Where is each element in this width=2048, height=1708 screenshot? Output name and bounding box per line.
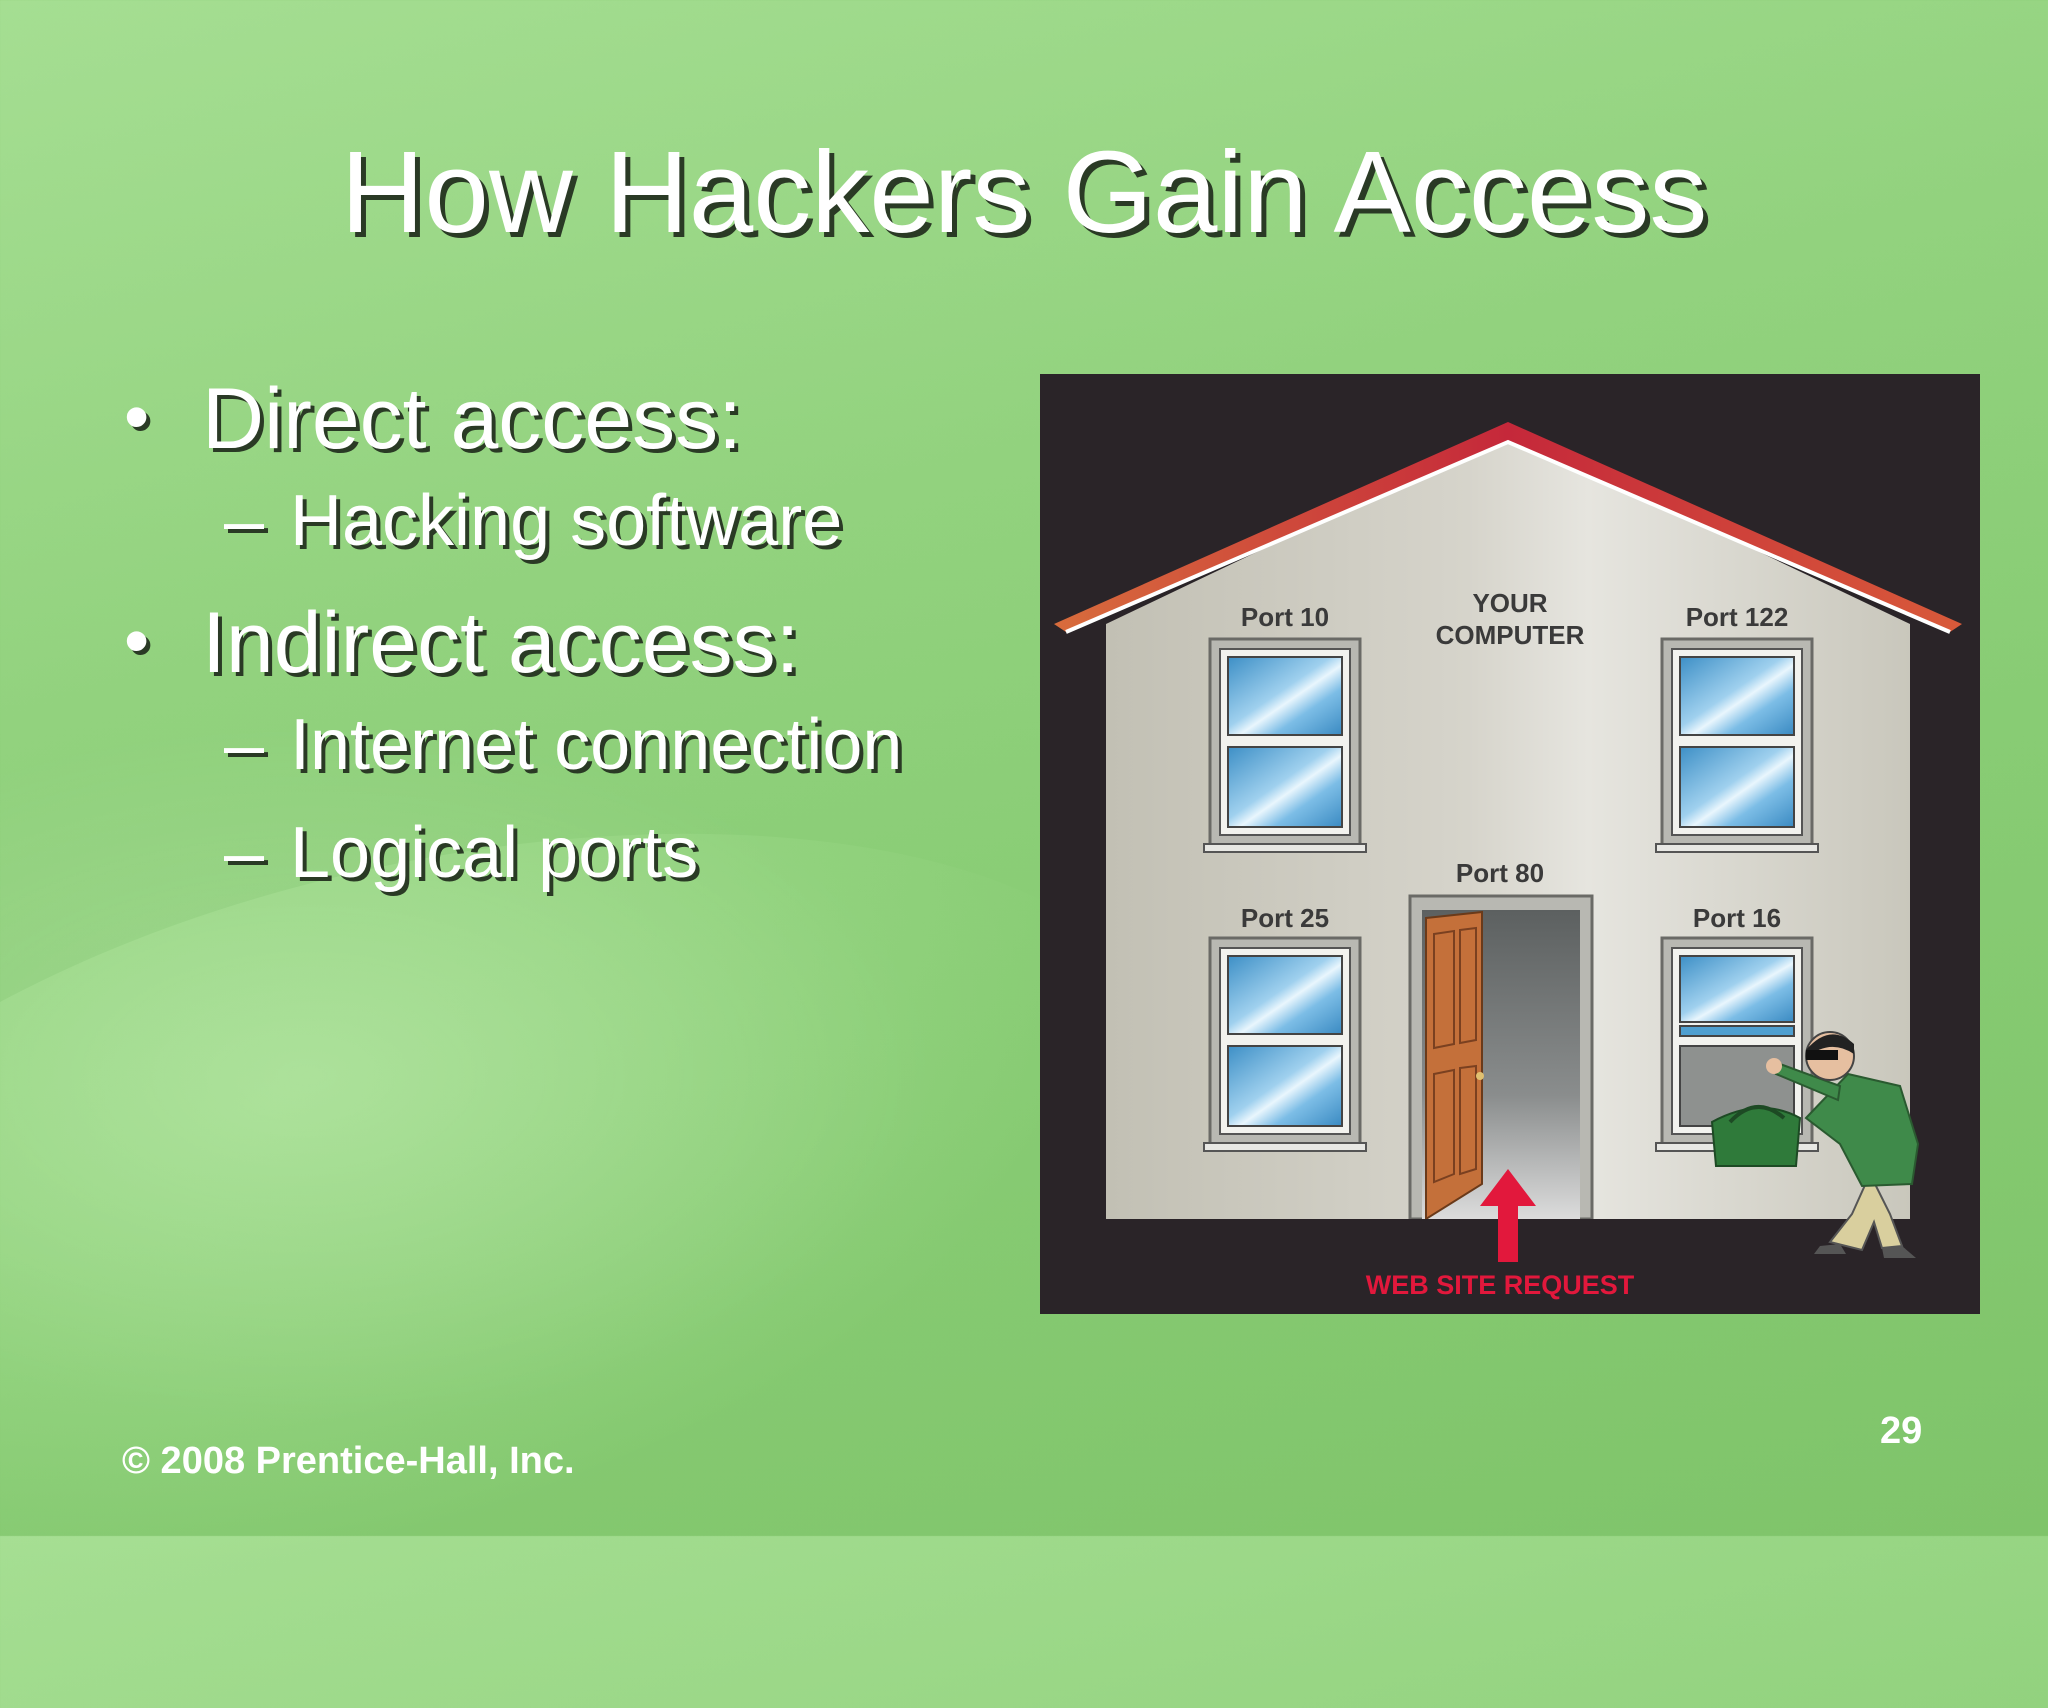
sub-bullet-text: Internet connection [290, 705, 903, 785]
house-ports-illustration: YOUR COMPUTER Port 10 Port 122 Port 80 P… [1040, 374, 1980, 1314]
bullet-text: Direct access: [202, 371, 743, 467]
bullet-marker: • [124, 601, 150, 681]
request-arrow-icon [1480, 1169, 1536, 1262]
door-port-80 [1408, 894, 1594, 1221]
house-label-line2: COMPUTER [1436, 620, 1585, 650]
port-label-top-right: Port 122 [1686, 602, 1789, 632]
sub-bullet-item: – Logical ports [120, 812, 1020, 920]
port-label-bottom-right: Port 16 [1693, 903, 1781, 933]
window-port-122 [1655, 637, 1819, 853]
sub-bullet-marker: – [224, 481, 265, 561]
sub-bullet-text: Logical ports [290, 813, 699, 893]
window-port-16 [1655, 936, 1819, 1152]
request-label: WEB SITE REQUEST [1366, 1270, 1635, 1300]
bullet-list: • Direct access: – Hacking software • In… [120, 370, 1020, 920]
house-label-line1: YOUR [1472, 588, 1547, 618]
bullet-marker: • [124, 377, 150, 457]
bullet-text: Indirect access: [202, 595, 800, 691]
sub-bullet-item: – Hacking software [120, 480, 1020, 588]
slide-title: How Hackers Gain Access [340, 127, 1708, 257]
port-label-door: Port 80 [1456, 858, 1544, 888]
sub-bullet-text: Hacking software [290, 481, 843, 561]
sub-bullet-marker: – [224, 813, 265, 893]
copyright-footer: © 2008 Prentice-Hall, Inc. [122, 1440, 575, 1482]
page-number: 29 [1880, 1410, 1923, 1452]
port-label-bottom-left: Port 25 [1241, 903, 1329, 933]
roof-trim [1065, 439, 1951, 634]
port-label-top-left: Port 10 [1241, 602, 1329, 632]
bullet-item: • Indirect access: [120, 594, 1020, 704]
sub-bullet-item: – Internet connection [120, 704, 1020, 812]
hacker-figure-icon [1710, 1031, 1920, 1258]
window-port-25 [1203, 936, 1367, 1152]
sub-bullet-marker: – [224, 705, 265, 785]
window-port-10 [1203, 637, 1367, 853]
bullet-item: • Direct access: [120, 370, 1020, 480]
